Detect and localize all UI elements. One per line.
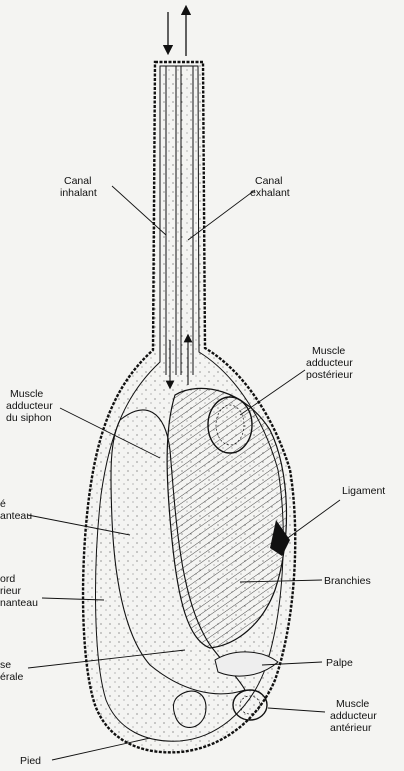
label-canal-exhalant: Canal exhalant	[250, 175, 290, 199]
label-muscle-adducteur-anterieur: Muscle adducteur antérieur	[330, 698, 380, 734]
label-masse-viscerale: se érale	[0, 659, 24, 683]
label-muscle-adducteur-siphon: Muscle adducteur du siphon	[6, 388, 56, 424]
label-pied: Pied	[20, 755, 41, 767]
label-palpe: Palpe	[326, 657, 353, 669]
label-bord-manteau: ord rieur nanteau	[0, 573, 38, 609]
label-canal-inhalant: Canal inhalant	[60, 175, 97, 199]
label-muscle-adducteur-posterieur: Muscle adducteur postérieur	[306, 345, 356, 381]
water-flow-arrows	[168, 10, 186, 56]
label-cote-manteau: é anteau	[0, 498, 32, 522]
label-branchies: Branchies	[324, 575, 371, 587]
label-ligament: Ligament	[342, 485, 385, 497]
